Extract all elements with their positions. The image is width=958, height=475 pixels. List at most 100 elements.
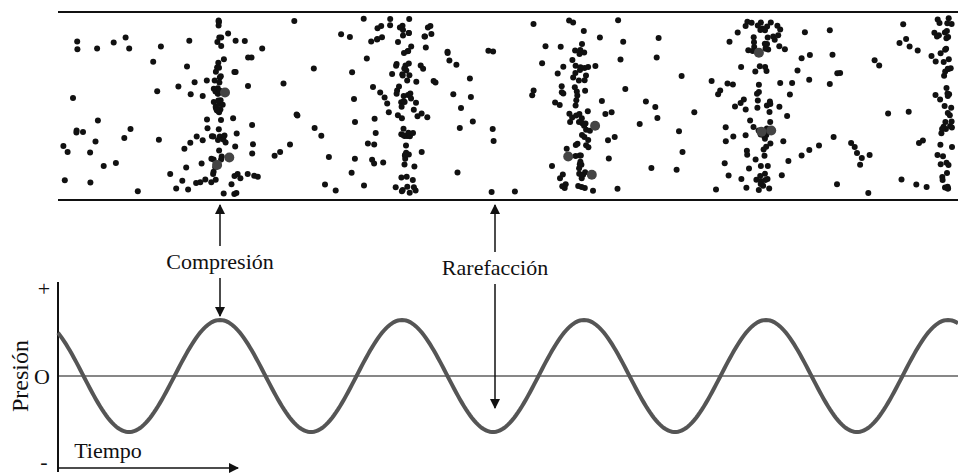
air-particle	[755, 98, 761, 104]
air-particle	[549, 163, 555, 169]
air-particle	[490, 48, 496, 54]
air-particle	[214, 107, 220, 113]
air-particle	[758, 163, 764, 169]
air-particle	[578, 172, 584, 178]
air-particle	[221, 191, 227, 197]
air-particle	[876, 63, 882, 69]
air-particle	[361, 16, 367, 22]
air-particle	[245, 55, 251, 61]
air-particle	[583, 121, 589, 127]
air-particle	[216, 148, 222, 154]
air-particle	[197, 179, 203, 185]
air-particle	[746, 165, 752, 171]
air-particle	[620, 39, 626, 45]
air-particle	[386, 109, 392, 115]
air-particle	[585, 64, 591, 70]
air-particle	[752, 68, 758, 74]
air-particle	[942, 103, 948, 109]
air-particle	[920, 138, 926, 144]
air-particle	[615, 17, 621, 23]
air-particle	[221, 56, 227, 62]
air-particle	[552, 100, 558, 106]
air-particle	[606, 156, 612, 162]
air-particle	[784, 113, 790, 119]
air-particle	[423, 45, 429, 51]
air-particle	[179, 178, 185, 184]
air-particle	[715, 91, 721, 97]
axis-title: Presión	[7, 340, 33, 412]
air-particle	[730, 82, 736, 88]
air-particle	[450, 91, 456, 97]
air-particle	[229, 181, 235, 187]
air-particle	[743, 107, 749, 113]
air-particle	[753, 177, 759, 183]
air-particle	[900, 21, 906, 27]
air-particle	[65, 149, 71, 155]
air-particle	[242, 38, 248, 44]
air-particle	[679, 73, 685, 79]
air-particle	[277, 149, 283, 155]
air-particle	[374, 37, 380, 43]
air-particle	[751, 124, 757, 130]
air-particle	[807, 52, 813, 58]
air-particle	[181, 146, 187, 152]
air-particle	[738, 176, 744, 182]
air-particle	[95, 118, 101, 124]
air-particle	[776, 43, 782, 49]
air-particle	[411, 164, 417, 170]
air-particle	[406, 61, 412, 67]
air-particle	[564, 146, 570, 152]
air-particle	[577, 161, 583, 167]
air-particle	[654, 115, 660, 121]
air-particle	[637, 121, 643, 127]
air-particle	[747, 118, 753, 124]
air-particle	[940, 177, 946, 183]
air-particle	[364, 56, 370, 62]
air-particle	[555, 71, 561, 77]
air-particle	[453, 62, 459, 68]
air-particle	[935, 152, 941, 158]
air-particle	[393, 63, 399, 69]
air-particle	[371, 141, 377, 147]
air-particle	[233, 69, 239, 75]
time-arrow	[58, 467, 238, 469]
air-particle	[128, 126, 134, 132]
air-particle	[406, 16, 412, 22]
air-particle	[194, 133, 200, 139]
air-particle	[401, 98, 407, 104]
air-particle	[402, 162, 408, 168]
air-particle	[945, 90, 951, 96]
air-particle	[419, 149, 425, 155]
air-particle	[590, 121, 600, 131]
air-particle	[220, 88, 230, 98]
air-particle	[775, 32, 781, 38]
air-particle	[592, 63, 598, 69]
air-particle	[232, 143, 238, 149]
air-particle	[249, 122, 255, 128]
air-particle	[212, 77, 218, 83]
air-particle	[709, 78, 715, 84]
air-particle	[907, 43, 913, 49]
air-particle	[352, 119, 358, 125]
air-particle	[259, 46, 265, 52]
air-particle	[433, 80, 439, 86]
air-particle	[585, 144, 591, 150]
air-particle	[396, 83, 402, 89]
air-particle	[185, 186, 191, 192]
air-particle	[94, 46, 100, 52]
air-particle	[224, 153, 234, 163]
air-particle	[158, 44, 164, 50]
air-particle	[578, 152, 584, 158]
air-particle	[489, 189, 495, 195]
air-particle	[738, 100, 744, 106]
air-particle	[347, 34, 353, 40]
air-particle	[204, 78, 210, 84]
air-particle	[615, 186, 621, 192]
air-particle	[654, 55, 660, 61]
air-particle	[941, 59, 947, 65]
air-particle	[539, 60, 545, 66]
air-particle	[222, 132, 228, 138]
air-particle	[767, 119, 773, 125]
